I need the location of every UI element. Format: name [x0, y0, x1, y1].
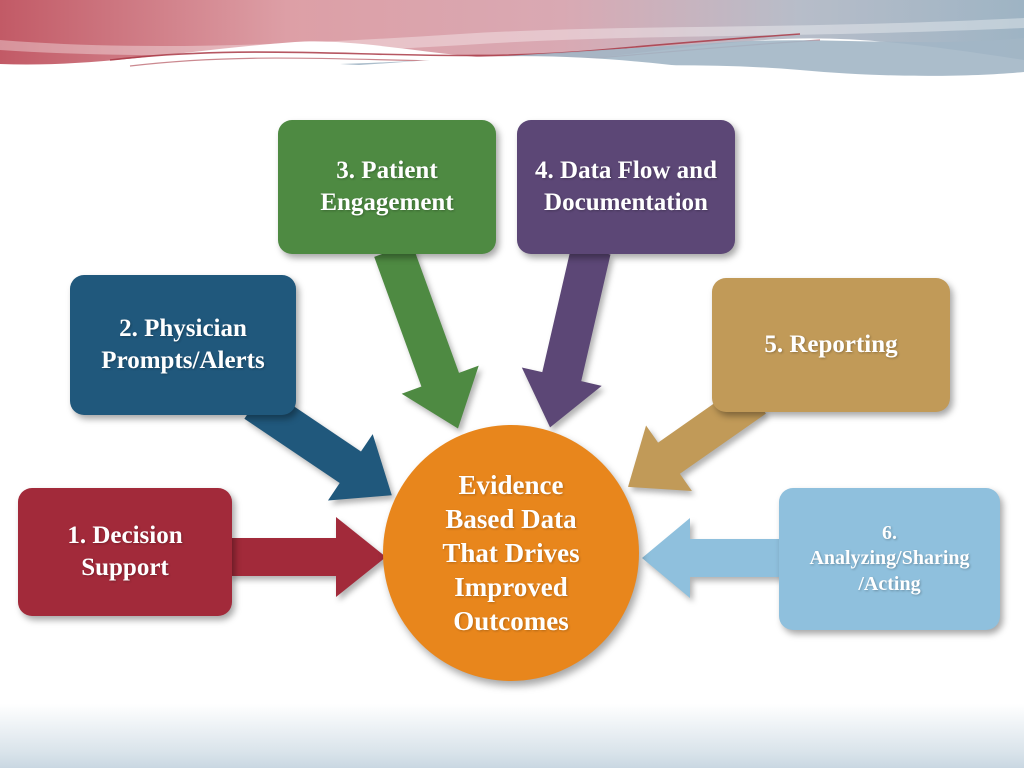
- node-data-flow-label: 4. Data Flow and Documentation: [535, 157, 717, 216]
- bottom-gradient-decoration: [0, 704, 1024, 768]
- center-circle: Evidence Based Data That Drives Improved…: [383, 425, 639, 681]
- node-physician-prompts: 2. Physician Prompts/Alerts: [70, 275, 296, 415]
- wave-accent-line-1: [109, 33, 801, 61]
- node-patient-engagement-label: 3. Patient Engagement: [320, 157, 454, 216]
- arrow-analyzing-sharing: [642, 518, 782, 598]
- node-physician-prompts-label: 2. Physician Prompts/Alerts: [101, 315, 265, 374]
- node-decision-support: 1. Decision Support: [18, 488, 232, 616]
- node-data-flow: 4. Data Flow and Documentation: [517, 120, 735, 254]
- wave-color-band: [0, 0, 1024, 65]
- arrow-decision-support: [228, 517, 386, 597]
- node-analyzing-sharing-label: 6. Analyzing/Sharing /Acting: [809, 521, 970, 595]
- arrow-data-flow: [521, 245, 611, 428]
- node-patient-engagement: 3. Patient Engagement: [278, 120, 496, 254]
- decorative-wave-banner: [0, 0, 1024, 118]
- node-analyzing-sharing: 6. Analyzing/Sharing /Acting: [779, 488, 1000, 630]
- center-circle-label: Evidence Based Data That Drives Improved…: [442, 469, 580, 637]
- wave-white-sheen: [0, 18, 1024, 56]
- wave-white-foreground: [0, 56, 1024, 118]
- arrow-patient-engagement: [374, 243, 479, 429]
- node-reporting: 5. Reporting: [712, 278, 950, 412]
- node-decision-support-label: 1. Decision Support: [67, 522, 183, 581]
- node-reporting-label: 5. Reporting: [764, 331, 898, 358]
- arrow-physician-prompts: [244, 387, 392, 501]
